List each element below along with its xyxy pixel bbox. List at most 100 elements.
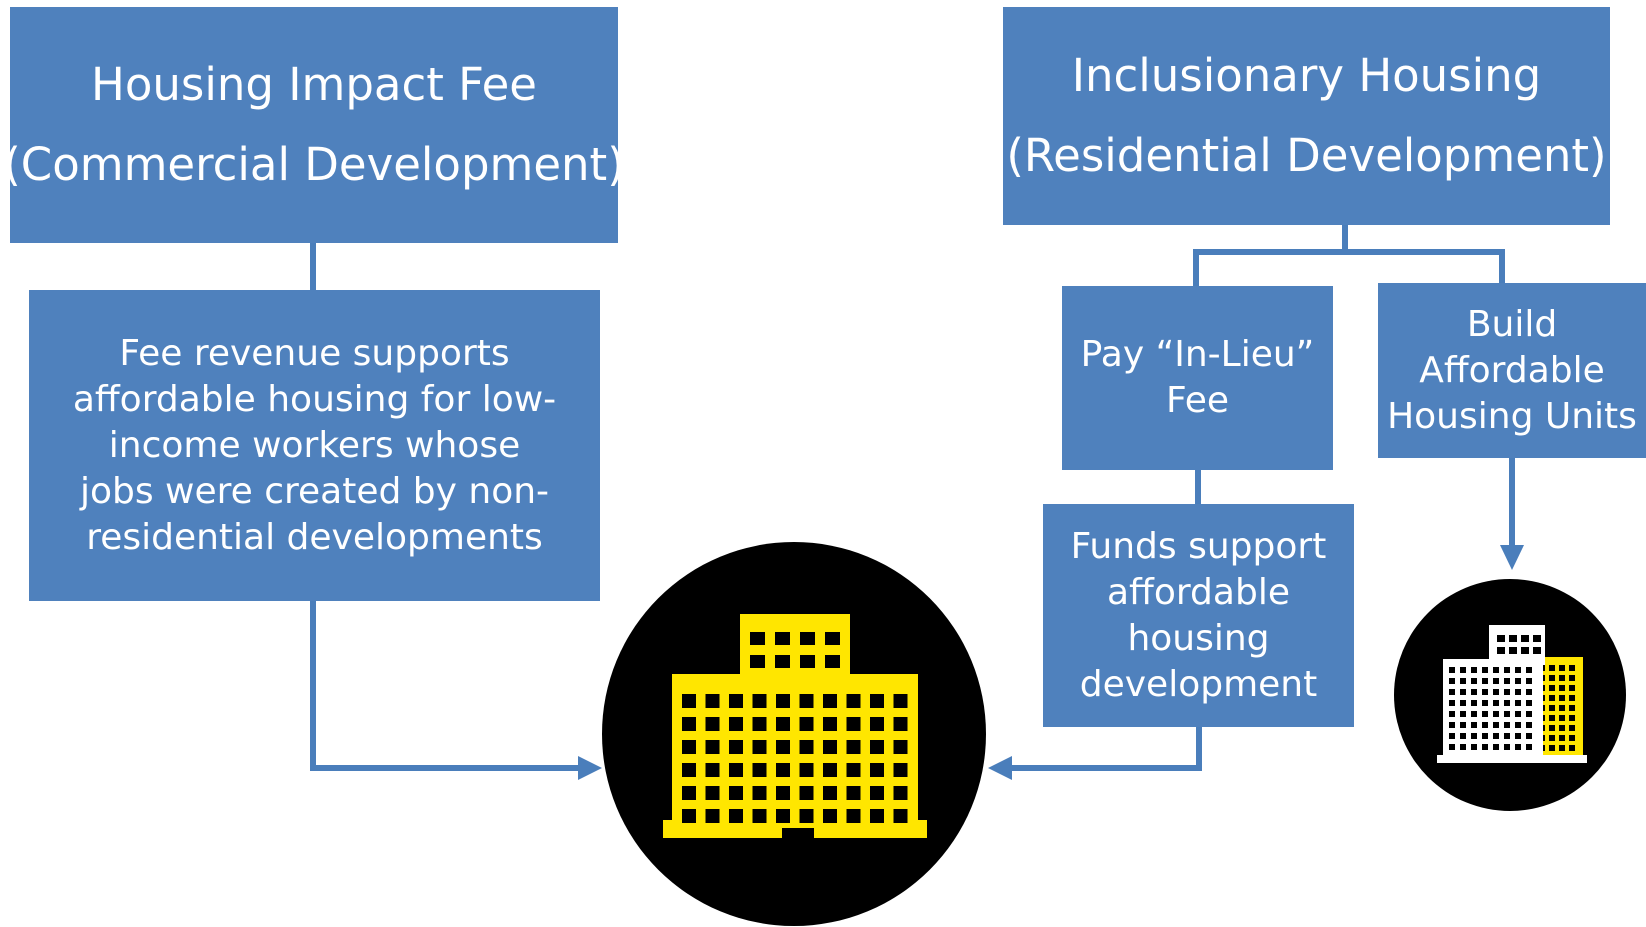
building-window [1493, 733, 1499, 739]
building-window [893, 694, 908, 708]
building-window [1559, 705, 1565, 711]
arrow-fee-revenue-to-building [310, 601, 590, 771]
building-window [870, 740, 884, 754]
building-window [1526, 689, 1532, 695]
building-window [1471, 700, 1477, 706]
building-window [846, 694, 861, 708]
building-window [1493, 689, 1499, 695]
building-window [776, 717, 790, 731]
building-window [893, 763, 908, 777]
building-window [1569, 675, 1575, 681]
building-window [776, 740, 790, 754]
building-window [1482, 722, 1488, 728]
building-window [799, 763, 814, 777]
building-window [1569, 695, 1575, 701]
fee-revenue-line: jobs were created by non- [79, 470, 550, 512]
building-window [1460, 689, 1466, 695]
building-window [1515, 700, 1521, 706]
building-window [1460, 667, 1466, 673]
building-window [870, 809, 884, 823]
building-window [1521, 635, 1529, 642]
arrowhead-down-small-building [1500, 545, 1524, 570]
building-window [1493, 744, 1499, 750]
building-window [825, 632, 840, 645]
building-window [1460, 744, 1466, 750]
building-window [1449, 711, 1455, 717]
building-window [776, 763, 790, 777]
building-window [1569, 705, 1575, 711]
building-window [1493, 722, 1499, 728]
building-window [1559, 715, 1565, 721]
building-window [823, 809, 837, 823]
building-window [1569, 735, 1575, 741]
building-tower [740, 614, 850, 684]
building-window [682, 763, 696, 777]
building-window [1482, 667, 1488, 673]
building-window [846, 717, 861, 731]
building-window [870, 786, 884, 800]
building-white-body [1443, 659, 1543, 759]
building-window [1449, 744, 1455, 750]
building-window [752, 786, 767, 800]
building-window [729, 809, 743, 823]
building-window [1569, 725, 1575, 731]
in-lieu-fee-line: Fee [1165, 380, 1230, 421]
building-window [1509, 647, 1517, 654]
building-window [1559, 695, 1565, 701]
building-window [1569, 745, 1575, 751]
funds-support-line: development [1079, 663, 1318, 705]
housing-impact-fee-subtitle: (Commercial Development) [3, 138, 625, 191]
building-window [1471, 667, 1477, 673]
building-window [1460, 733, 1466, 739]
building-window [1515, 733, 1521, 739]
building-window [1449, 667, 1455, 673]
funds-support-line: affordable [1107, 571, 1290, 613]
arrowhead-left-building [578, 756, 602, 780]
building-window [752, 763, 767, 777]
housing-impact-fee-title: Housing Impact Fee [91, 58, 537, 111]
building-window [846, 786, 861, 800]
building-window [1482, 733, 1488, 739]
building-window [705, 763, 720, 777]
building-window [1471, 733, 1477, 739]
building-window [893, 786, 908, 800]
in-lieu-fee-box: Pay “In-Lieu” Fee [1062, 286, 1333, 470]
building-window [1471, 722, 1477, 728]
building-window [1504, 678, 1510, 684]
building-window [1559, 685, 1565, 691]
building-window [1460, 711, 1466, 717]
building-window [1549, 665, 1555, 671]
inclusionary-housing-subtitle: (Residential Development) [1006, 129, 1607, 182]
building-window [1449, 733, 1455, 739]
building-window [1504, 733, 1510, 739]
building-window [800, 655, 815, 668]
building-window [825, 655, 840, 668]
connector-ih-branch [1193, 225, 1505, 286]
building-window [1482, 689, 1488, 695]
building-window [682, 694, 696, 708]
building-window [682, 717, 696, 731]
building-window [1549, 745, 1555, 751]
building-window [1515, 689, 1521, 695]
building-window [893, 717, 908, 731]
building-window [1460, 700, 1466, 706]
building-window [729, 694, 743, 708]
building-window [1493, 667, 1499, 673]
building-window [729, 786, 743, 800]
building-window [729, 717, 743, 731]
building-window [1515, 744, 1521, 750]
building-window [1449, 700, 1455, 706]
fee-revenue-line: Fee revenue supports [119, 332, 510, 374]
building-window [1559, 725, 1565, 731]
building-window [1559, 675, 1565, 681]
building-window [870, 717, 884, 731]
building-window [1549, 705, 1555, 711]
building-window [1515, 711, 1521, 717]
building-window [1449, 678, 1455, 684]
building-window [1549, 715, 1555, 721]
building-window [846, 809, 861, 823]
building-window [799, 694, 814, 708]
building-window [1515, 678, 1521, 684]
building-window [1521, 647, 1529, 654]
